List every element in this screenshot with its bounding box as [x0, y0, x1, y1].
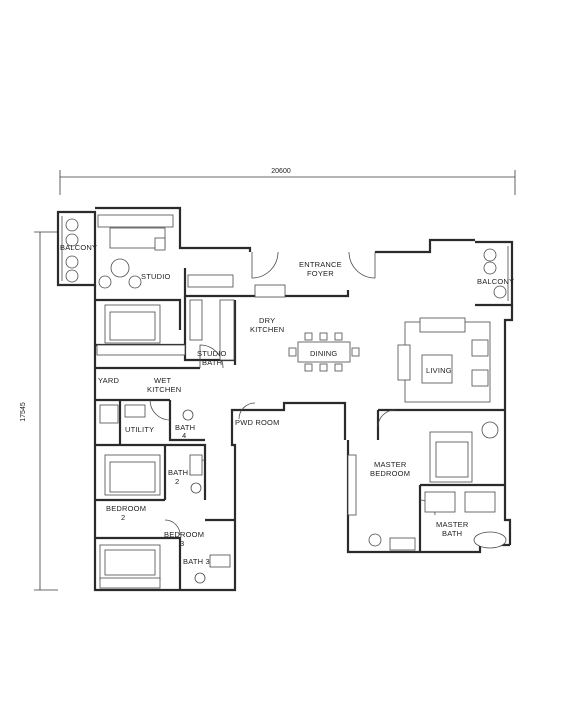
room-label-bath3: BATH 3: [183, 557, 210, 566]
room-label-entrance: ENTRANCE: [299, 260, 342, 269]
room-label-studio: STUDIO: [141, 272, 171, 281]
room-label-studio-bath-line1: STUDIO: [197, 349, 227, 358]
room-labels: BALCONY BALCONY STUDIO ENTRANCE FOYER DR…: [60, 243, 514, 566]
room-label-dining: DINING: [310, 349, 337, 358]
room-label-bath4: BATH: [175, 423, 195, 432]
room-label-foyer: FOYER: [307, 269, 334, 278]
room-label-master-bath-line2: BATH: [442, 529, 462, 538]
room-label-utility: UTILITY: [125, 425, 154, 434]
room-label-pwd-room: PWD ROOM: [235, 418, 280, 427]
room-label-bath2-number: 2: [175, 477, 179, 486]
room-label-wet: WET: [154, 376, 171, 385]
dimension-height: 17545: [20, 231, 58, 591]
room-label-master-bedroom-line2: BEDROOM: [370, 469, 410, 478]
room-label-bedroom3-number: 3: [180, 539, 184, 548]
room-label-dry: DRY: [259, 316, 275, 325]
room-label-bath4-number: 4: [182, 431, 186, 440]
room-label-master-bedroom-line1: MASTER: [374, 460, 407, 469]
room-label-bedroom2: BEDROOM: [106, 504, 146, 513]
room-label-bath2: BATH: [168, 468, 188, 477]
room-label-living: LIVING: [426, 366, 452, 375]
room-label-studio-bath: BATH: [202, 358, 222, 367]
height-label: 17545: [20, 402, 27, 422]
dimension-width: 20600: [59, 168, 516, 195]
furniture: [65, 214, 507, 589]
room-label-master-bath-line1: MASTER: [436, 520, 469, 529]
room-label-dry-kitchen: KITCHEN: [250, 325, 284, 334]
room-label-yard: YARD: [98, 376, 119, 385]
room-label-bedroom3: BEDROOM: [164, 530, 204, 539]
width-label: 20600: [271, 168, 291, 175]
room-label-bedroom2-number: 2: [121, 513, 125, 522]
room-label-balcony-right: BALCONY: [477, 277, 514, 286]
doors: [149, 251, 436, 536]
room-label-balcony-left: BALCONY: [60, 243, 97, 252]
room-label-wet-kitchen: KITCHEN: [147, 385, 181, 394]
